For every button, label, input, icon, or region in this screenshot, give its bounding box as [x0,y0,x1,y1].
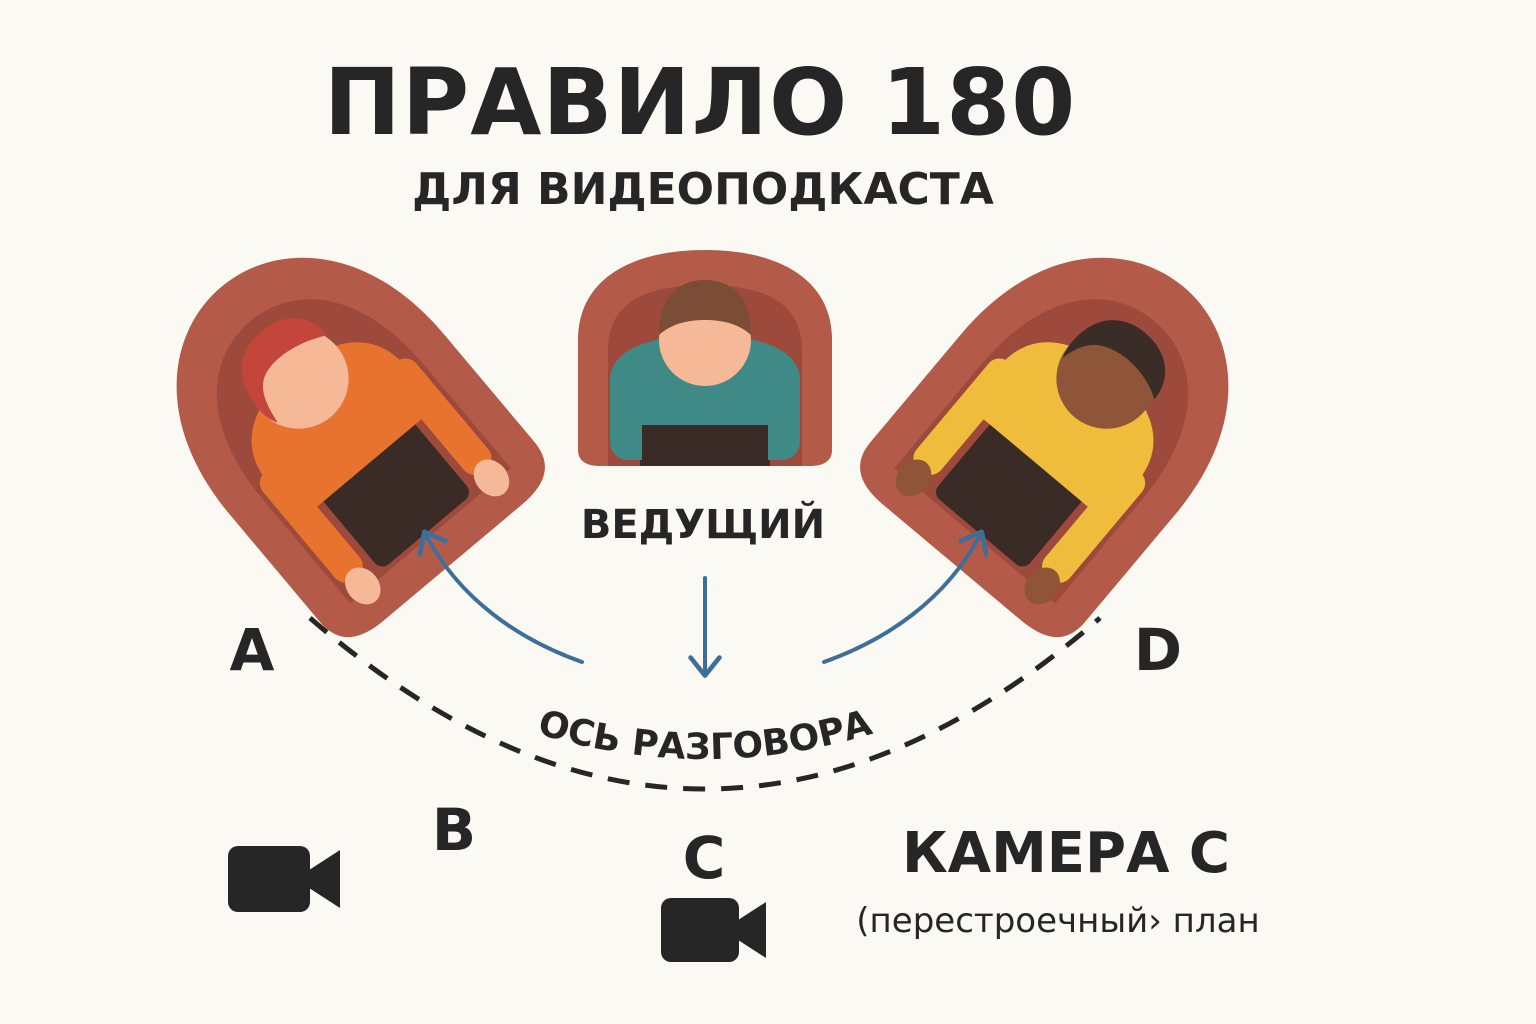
point-a-label: A [230,616,275,684]
guest-left-figure [241,318,510,605]
armchair-left [176,257,545,638]
armchair-right [860,257,1229,638]
camera-b [228,846,340,912]
camera-c-label: C [683,824,726,892]
page-subtitle: ДЛЯ ВИДЕОПОДКАСТА [412,164,994,215]
arrow-to-left-guest [417,529,584,664]
axis-label-text: ОСЬ РАЗГОВОРА [534,703,877,769]
camera-b-label: B [432,796,476,864]
point-d-label: D [1134,616,1182,684]
video-camera-icon [228,846,340,912]
armchair-center [578,250,832,466]
axis-label: ОСЬ РАЗГОВОРА [534,703,877,769]
arrow-to-right-guest [822,529,989,664]
host-figure [610,280,800,466]
video-camera-icon [661,898,766,962]
host-label: ВЕДУЩИЙ [581,500,825,548]
camera-c-title: КАМЕРА C [902,821,1230,886]
camera-c [661,898,766,962]
camera-c-note: (перестроечный› план [856,901,1259,941]
page-title: ПРАВИЛО 180 [324,49,1076,156]
conversation-axis-line [308,616,1102,792]
guest-right-figure [895,320,1166,605]
